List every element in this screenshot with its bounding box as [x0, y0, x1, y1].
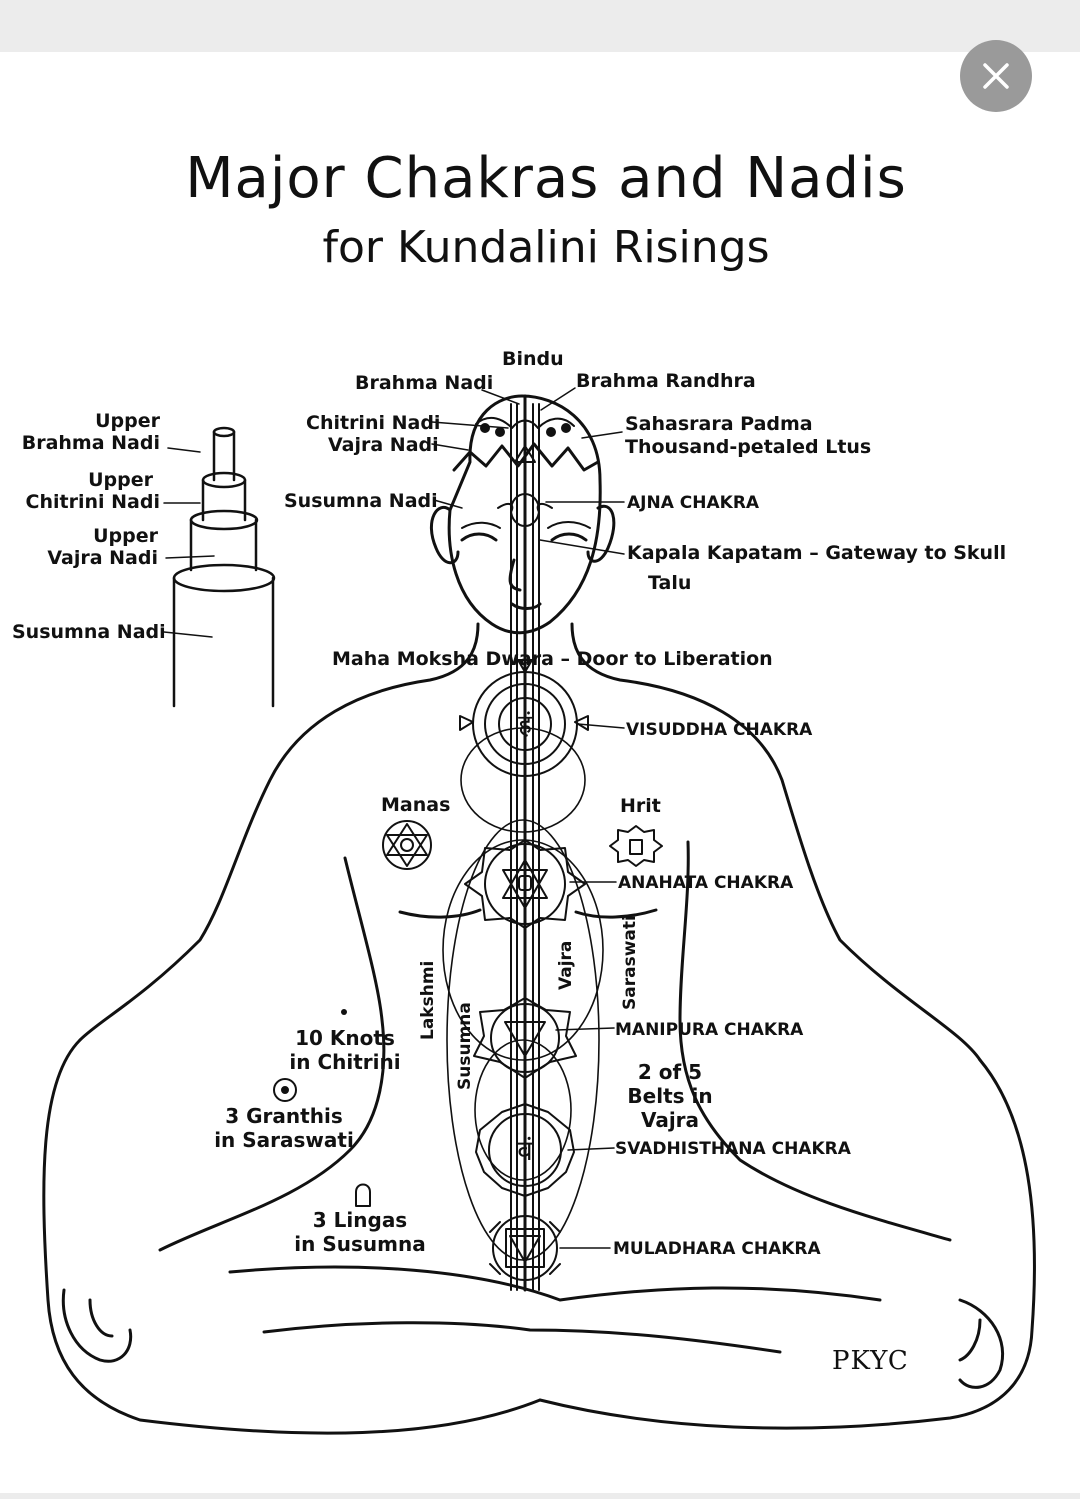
diagram-subtitle: for Kundalini Risings — [322, 222, 770, 273]
granthis-label-2: in Saraswati — [214, 1128, 354, 1152]
sahasrara-label-1: Sahasrara Padma — [625, 413, 813, 435]
anahata-chakra-symbol — [464, 839, 586, 929]
ajna-chakra-symbol — [497, 493, 553, 527]
muladhara-chakra-label: MULADHARA CHAKRA — [613, 1239, 821, 1259]
inset-upper-brahma-label-2: Brahma Nadi — [21, 432, 160, 454]
inset-upper-chitrini-label-2: Chitrini Nadi — [25, 491, 160, 513]
ajna-chakra-label: AJNA CHAKRA — [627, 493, 760, 513]
close-button[interactable] — [960, 40, 1032, 112]
svadhisthana-chakra-symbol — [475, 1103, 575, 1197]
maha-moksha-label: Maha Moksha Dwara – Door to Liberation — [332, 648, 773, 670]
sahasrara-label-2: Thousand-petaled Ltus — [625, 436, 872, 458]
bottom-bar — [0, 1493, 1080, 1499]
knot-dot — [341, 1009, 347, 1015]
susumna-nadi-head-label: Susumna Nadi — [284, 490, 438, 512]
saraswati-label: Saraswati — [620, 915, 640, 1010]
anahata-chakra-label: ANAHATA CHAKRA — [618, 873, 794, 893]
inset-upper-vajra-label-1: Upper — [93, 525, 158, 547]
nadi-tubes-inset — [163, 426, 276, 708]
knots-label-2: in Chitrini — [289, 1050, 401, 1074]
lingas-label-1: 3 Lingas — [312, 1208, 408, 1232]
lakshmi-label: Lakshmi — [418, 960, 438, 1040]
manipura-chakra-label: MANIPURA CHAKRA — [615, 1020, 804, 1040]
visuddha-chakra-symbol — [459, 659, 589, 777]
bindu-label: Bindu — [502, 348, 564, 370]
hrit-label: Hrit — [620, 795, 661, 817]
chitrini-nadi-label: Chitrini Nadi — [306, 412, 441, 434]
granthis-label-1: 3 Granthis — [225, 1104, 343, 1128]
brahma-nadi-label: Brahma Nadi — [355, 372, 494, 394]
vajra-label: Vajra — [556, 940, 576, 990]
hrit-symbol — [609, 825, 663, 867]
muladhara-chakra-symbol — [489, 1215, 561, 1281]
svadhisthana-glyph: वं — [517, 1134, 533, 1167]
seated-figure-outline — [42, 394, 1036, 1435]
linga-symbol — [355, 1183, 371, 1207]
svadhisthana-chakra-label: SVADHISTHANA CHAKRA — [615, 1139, 851, 1159]
manipura-chakra-symbol — [473, 997, 577, 1079]
visuddha-glyph: हं — [518, 710, 533, 740]
inset-upper-brahma-label-1: Upper — [95, 410, 160, 432]
talu-label: Talu — [648, 572, 692, 594]
close-icon — [983, 63, 1009, 89]
signature: PKYC — [832, 1346, 909, 1376]
inset-upper-chitrini-label-1: Upper — [88, 469, 153, 491]
visuddha-chakra-label: VISUDDHA CHAKRA — [626, 720, 813, 740]
top-bar — [0, 0, 1080, 52]
manas-symbol — [382, 820, 432, 870]
kapala-label: Kapala Kapatam – Gateway to Skull — [627, 542, 1007, 564]
belts-label-1: 2 of 5 — [637, 1060, 703, 1084]
knots-label-1: 10 Knots — [295, 1026, 395, 1050]
brahma-randhra-label: Brahma Randhra — [576, 370, 756, 392]
inset-upper-vajra-label-2: Vajra Nadi — [47, 547, 158, 569]
susumna-label: Susumna — [455, 1002, 475, 1090]
granthi-symbol — [273, 1078, 297, 1102]
diagram-title: Major Chakras and Nadis — [185, 146, 907, 211]
manas-label: Manas — [381, 794, 451, 816]
vajra-nadi-label: Vajra Nadi — [328, 434, 439, 456]
belts-label-2: Belts in Vajra — [627, 1084, 713, 1132]
inset-susumna-label: Susumna Nadi — [12, 621, 166, 643]
nadi-loops — [442, 727, 604, 1261]
lingas-label-2: in Susumna — [294, 1232, 426, 1256]
leader-lines — [431, 387, 625, 1249]
